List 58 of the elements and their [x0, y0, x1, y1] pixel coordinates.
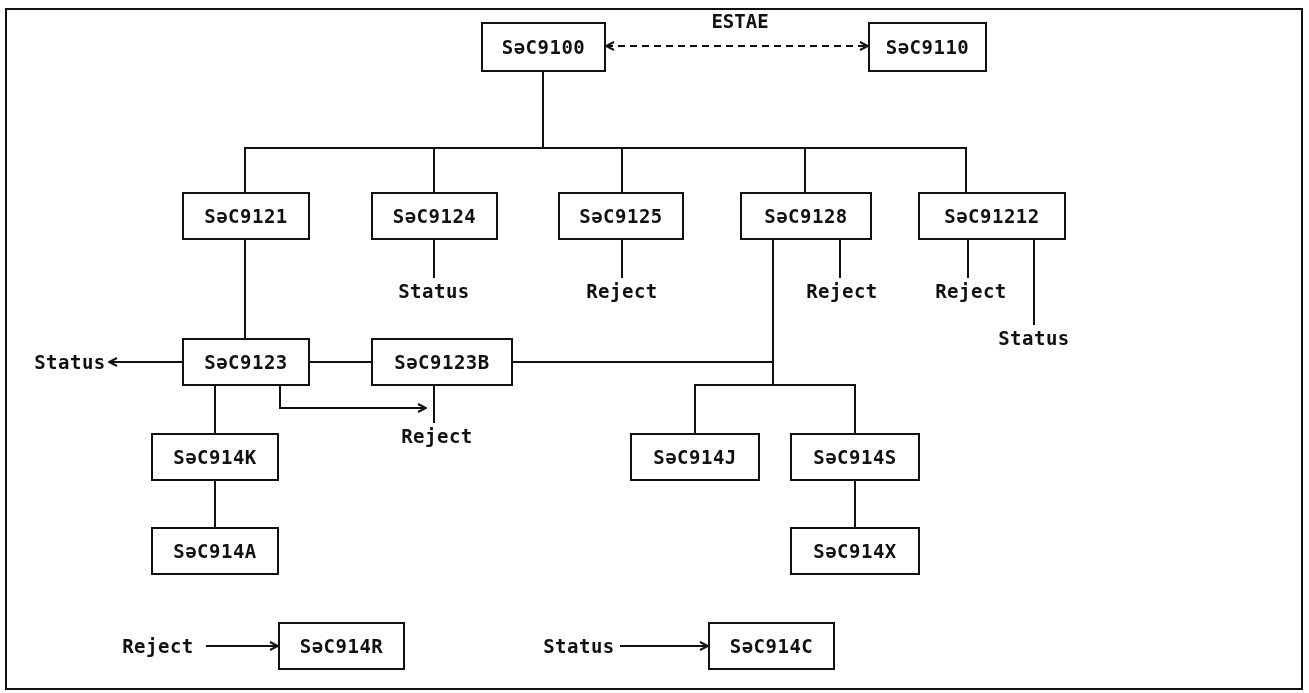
module-name: SəC914R	[299, 635, 384, 657]
node-label: Status	[31, 349, 109, 375]
module-name: SəC9100	[501, 36, 586, 58]
module-name: SəC914C	[729, 635, 814, 657]
arrow	[108, 357, 183, 367]
module-name: SəC914A	[173, 540, 257, 562]
module-box	[182, 338, 310, 386]
module-box	[790, 433, 920, 481]
connector-line	[433, 385, 435, 424]
arrow	[619, 641, 709, 651]
connector-line	[772, 239, 856, 434]
node-label: Reject	[924, 278, 1018, 304]
connector-line	[839, 239, 841, 279]
module-box	[868, 22, 987, 72]
module-name: SəC914J	[653, 446, 737, 468]
connector-line	[1033, 239, 1035, 326]
connector-line	[433, 239, 435, 279]
module-name: SəC9124	[392, 205, 477, 227]
node-label: Status	[394, 278, 474, 304]
module-box	[151, 433, 279, 481]
connector-line	[244, 239, 246, 339]
module-name: SəC91212	[944, 205, 1040, 227]
node-label: Reject	[577, 278, 667, 304]
module-box	[558, 192, 684, 240]
module-box	[481, 22, 606, 72]
module-box	[151, 527, 279, 575]
connector-line	[621, 239, 623, 279]
module-name: SəC9125	[579, 205, 663, 227]
module-box	[371, 338, 513, 386]
node-label: Reject	[795, 278, 889, 304]
connector-line	[214, 480, 216, 528]
node-label: Status	[994, 325, 1074, 351]
module-box	[278, 622, 405, 670]
module-box	[371, 192, 498, 240]
arrow	[205, 641, 279, 651]
module-name: SəC9121	[204, 205, 288, 227]
module-name: SəC9128	[764, 205, 848, 227]
arrow	[279, 385, 427, 413]
module-box	[182, 192, 310, 240]
connector-line	[967, 239, 969, 279]
module-name: SəC9123	[204, 351, 288, 373]
module-box	[630, 433, 760, 481]
connector-line	[214, 385, 216, 434]
node-label: Status	[538, 633, 620, 659]
node-label: Reject	[390, 423, 484, 449]
module-name: SəC914X	[813, 540, 897, 562]
module-name: SəC9123B	[394, 351, 490, 373]
module-name: SəC914K	[173, 446, 257, 468]
arrow	[605, 41, 869, 51]
module-name: SəC9110	[885, 36, 970, 58]
module-box	[740, 192, 872, 240]
module-box	[708, 622, 835, 670]
connector-line	[854, 480, 856, 528]
module-box	[918, 192, 1066, 240]
module-name: SəC914S	[813, 446, 897, 468]
connector-line	[309, 361, 372, 363]
module-box	[790, 527, 920, 575]
node-label: Reject	[110, 633, 206, 659]
